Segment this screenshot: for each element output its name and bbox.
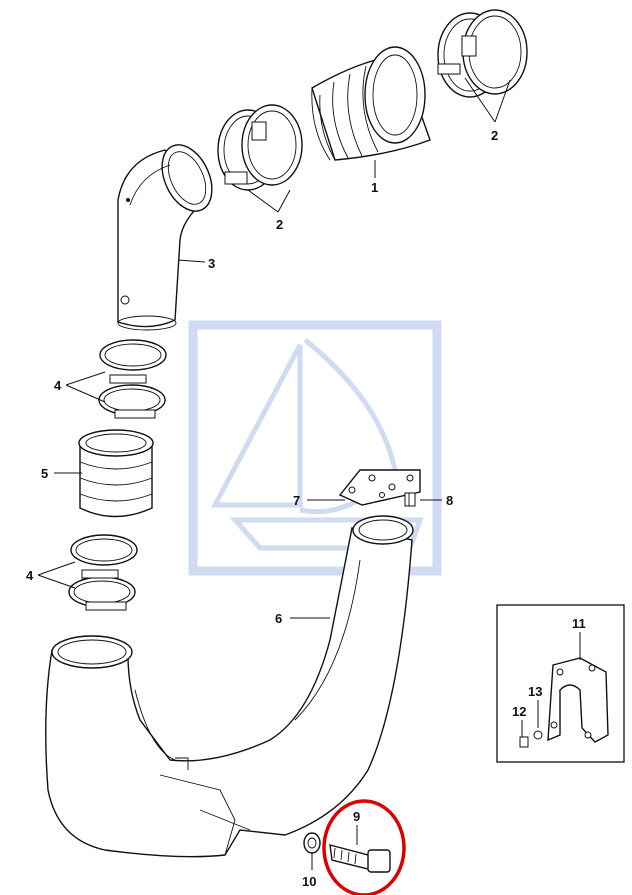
label-part-7: 7 [293,493,300,508]
label-part-9: 9 [353,809,360,824]
highlight-circle [322,799,406,895]
label-part-4-upper: 4 [54,378,62,393]
inset-detail-box [496,604,625,763]
label-part-3: 3 [208,256,215,271]
part-2-clamps-middle [217,104,303,191]
label-part-10: 10 [302,874,316,889]
label-part-8: 8 [446,493,453,508]
label-part-1: 1 [371,180,378,195]
label-part-12: 12 [512,704,526,719]
label-part-2-middle: 2 [276,217,283,232]
part-3-elbow-pipe [117,144,213,331]
part-7-gasket-plate [338,469,421,506]
label-part-11: 11 [572,616,586,631]
label-part-13: 13 [528,684,542,699]
part-2-clamps-upper [437,9,528,98]
part-8-clip [404,492,416,507]
part-1-bellows [311,46,431,161]
label-part-2-upper: 2 [491,128,498,143]
leader-lines [37,77,581,870]
label-part-6: 6 [275,611,282,626]
label-part-4-lower: 4 [26,568,34,583]
part-6-exhaust-elbow [45,515,414,858]
label-part-5: 5 [41,466,48,481]
part-5-coupling [78,429,154,518]
part-4-clamps-upper [98,339,167,419]
part-9-bolt [329,844,391,873]
part-10-washer [303,832,321,854]
part-4-clamps-lower [68,534,138,611]
